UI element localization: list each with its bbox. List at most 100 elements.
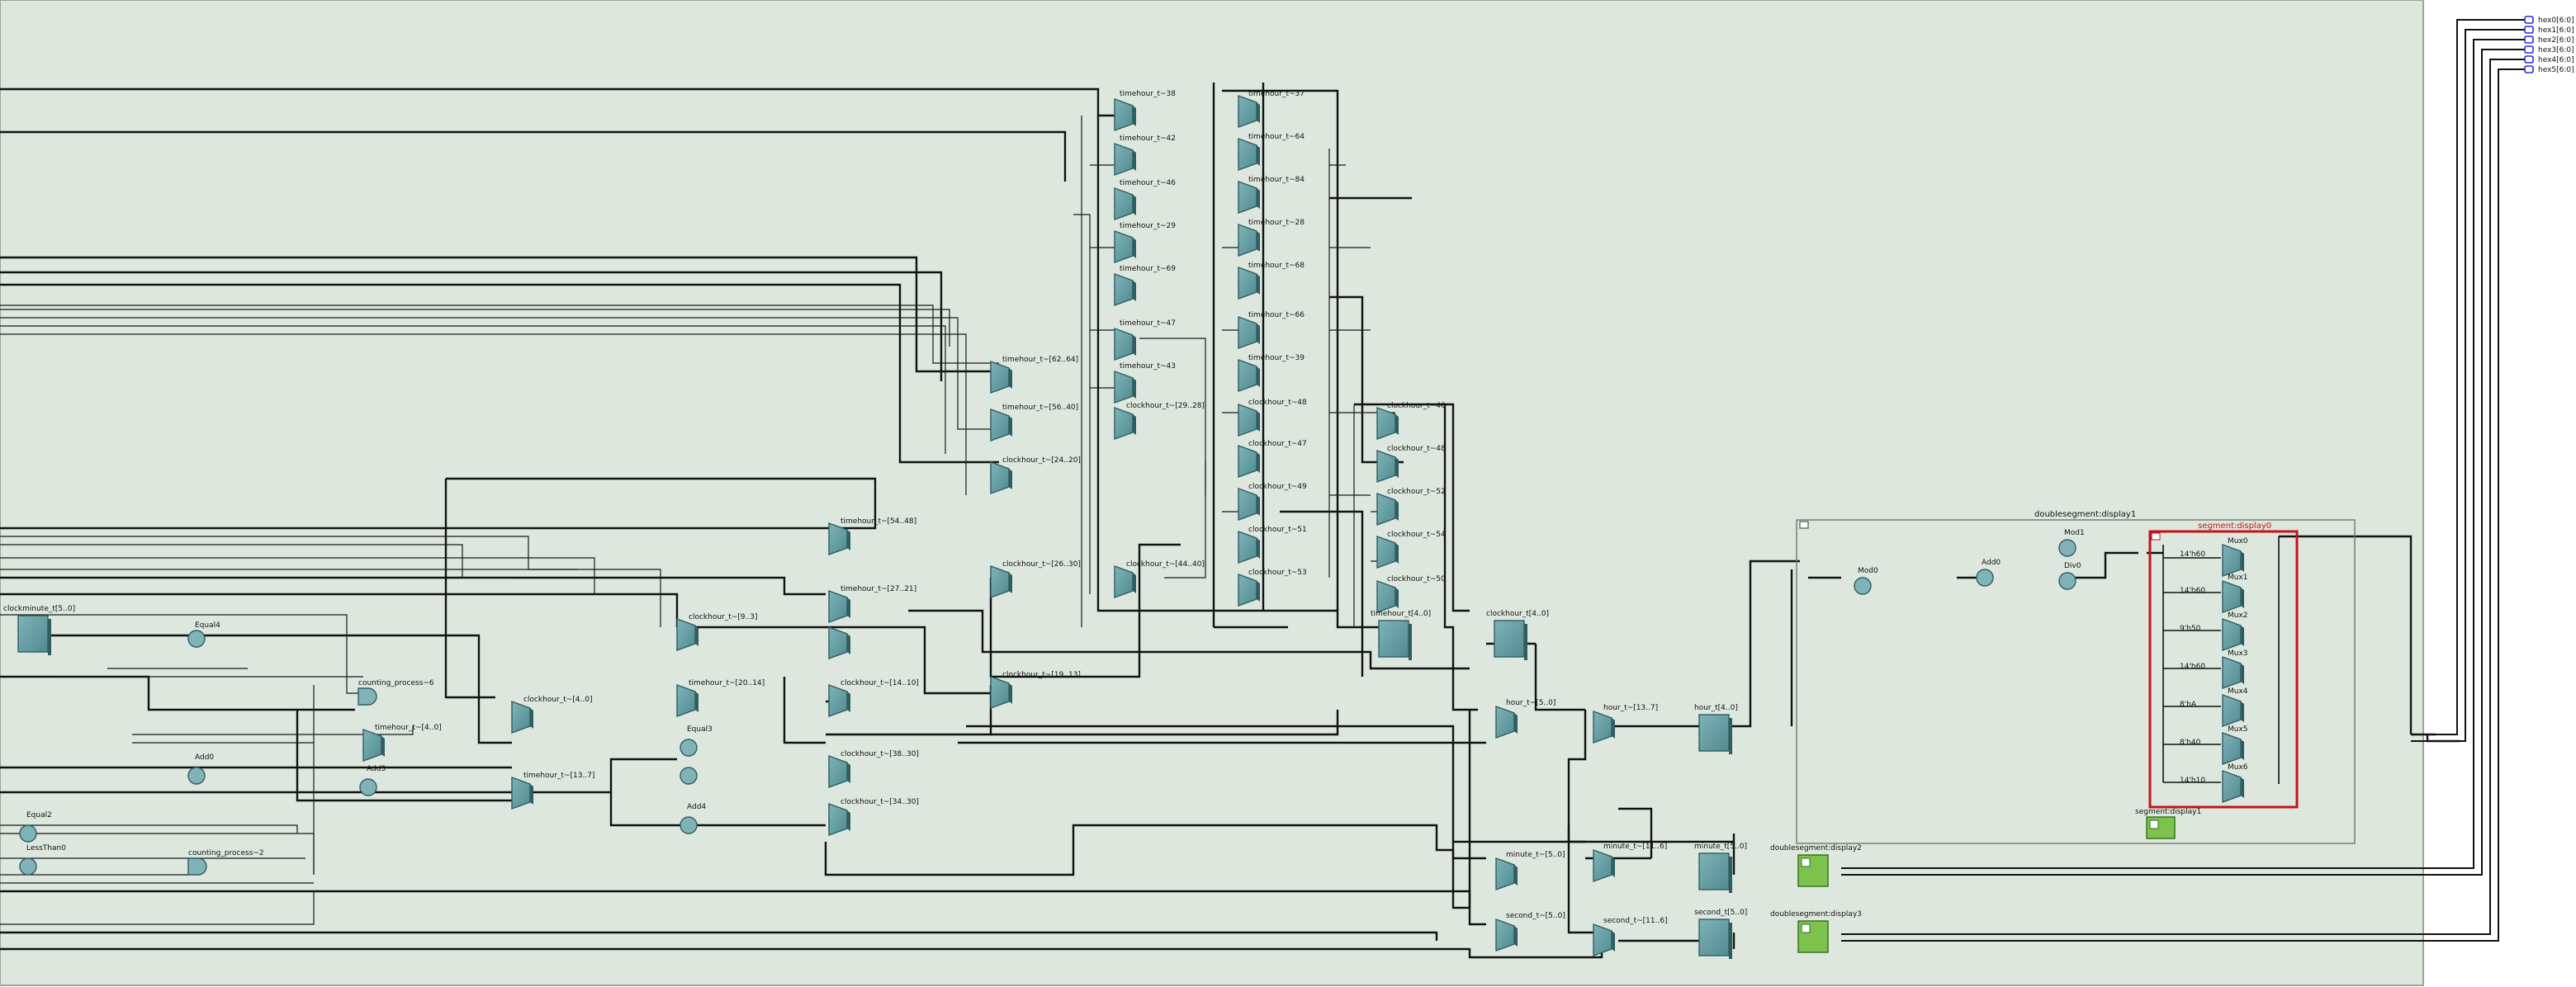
mux-minute-b[interactable]: minute_t~[11..6] [1593, 843, 1667, 882]
mux-mid-15[interactable]: timehour_t~[13..7] [511, 772, 594, 810]
mux-right-4[interactable]: timehour_t~28 [1238, 219, 1305, 257]
mux-upper-2[interactable]: timehour_t~42 [1114, 135, 1176, 176]
mux-right-8[interactable]: clockhour_t~48 [1238, 399, 1307, 437]
mux-mid-5[interactable]: clockhour_t~[26..30] [990, 560, 1081, 598]
mux-label: clockhour_t~54 [1387, 531, 1446, 539]
mux-right-2[interactable]: timehour_t~64 [1238, 133, 1305, 171]
mux-upper-6[interactable]: timehour_t~47 [1114, 319, 1176, 361]
output-port-hex0[interactable]: hex0[6:0] [2524, 16, 2574, 25]
mux-mid-11[interactable]: clockhour_t~[14..10] [828, 679, 919, 717]
output-port-hex4[interactable]: hex4[6:0] [2524, 55, 2574, 64]
mux-hour-b[interactable]: hour_t~[13..7] [1593, 704, 1658, 744]
output-port-hex3[interactable]: hex3[6:0] [2524, 45, 2574, 54]
op-add0[interactable]: Add0 [187, 753, 214, 785]
mux-clock-1[interactable]: clockhour_t~46 [1376, 402, 1446, 440]
mux-right-5[interactable]: timehour_t~68 [1238, 262, 1305, 300]
output-port-hex1[interactable]: hex1[6:0] [2524, 26, 2574, 35]
mux-mid-6[interactable]: clockhour_t~[44..40] [1114, 560, 1205, 598]
mux-minute-a[interactable]: minute_t~[5..0] [1495, 851, 1565, 890]
op-add3[interactable]: Add3 [359, 765, 386, 796]
mux-upper-7[interactable]: timehour_t~43 [1114, 362, 1176, 404]
mux-upper-5[interactable]: timehour_t~69 [1114, 265, 1176, 306]
mux-clock-5[interactable]: clockhour_t~50 [1376, 575, 1446, 613]
mux-column-right: timehour_t~37 timehour_t~64 timehour_t~8… [1238, 90, 1307, 607]
op-equal2[interactable]: Equal2 [19, 811, 52, 843]
mux-const: 14'h60 [2180, 587, 2205, 595]
mux-mid-4[interactable]: clockhour_t~[29..28] [1114, 402, 1205, 440]
register-hour[interactable]: hour_t[4..0] [1694, 704, 1738, 755]
mux-label: Mux2 [2228, 612, 2248, 620]
op-div0[interactable]: Div0 [2058, 562, 2081, 590]
output-bus [1841, 19, 2525, 942]
display2-block[interactable]: doublesegment:display2 [1770, 844, 1862, 887]
op-equal4[interactable]: Equal4 [187, 621, 220, 648]
op-equal3[interactable]: Equal3 [680, 725, 713, 757]
op-add0-display[interactable]: Add0 [1976, 559, 2001, 587]
op-mod0[interactable]: Mod0 [1854, 567, 1878, 595]
mux-mid-13[interactable]: clockhour_t~[4..0] [511, 696, 593, 734]
mux-mid-7[interactable]: timehour_t~[54..48] [828, 517, 916, 555]
mux-right-10[interactable]: clockhour_t~49 [1238, 483, 1307, 521]
mux-label: timehour_t~[4..0] [375, 724, 442, 732]
mux-upper-3[interactable]: timehour_t~46 [1114, 179, 1176, 220]
register-label: timehour_t[4..0] [1371, 610, 1431, 618]
register-clockminute[interactable]: clockminute_t[5..0] [3, 605, 75, 656]
mux-second-b[interactable]: second_t~[11..6] [1593, 917, 1668, 956]
display3-block[interactable]: doublesegment:display3 [1770, 910, 1862, 953]
mux-upper-1[interactable]: timehour_t~38 [1114, 90, 1176, 131]
mux-mid-1[interactable]: timehour_t~[62..64] [990, 356, 1078, 394]
mux-mid-9[interactable]: clockhour_t~[9..3] [676, 613, 758, 651]
mux-right-9[interactable]: clockhour_t~47 [1238, 440, 1307, 478]
mux-mid-10[interactable]: timehour_t~[20..14] [676, 679, 765, 717]
mux-mid-14[interactable]: timehour_t~[4..0] [362, 724, 442, 762]
register-second[interactable]: second_t[5..0] [1694, 909, 1747, 960]
output-port-hex5[interactable]: hex5[6:0] [2524, 65, 2574, 74]
output-port-label: hex2[6:0] [2538, 36, 2574, 45]
register-timehour[interactable]: timehour_t[4..0] [1371, 610, 1431, 661]
mux-clock-2[interactable]: clockhour_t~48 [1376, 445, 1446, 483]
mux-right-7[interactable]: timehour_t~39 [1238, 354, 1305, 392]
segment-display1-block[interactable]: segment:display1 [2135, 808, 2201, 839]
mux-hour-a[interactable]: hour_t~[5..0] [1495, 699, 1556, 739]
mux-right-1[interactable]: timehour_t~37 [1238, 90, 1305, 128]
mux-mid-2[interactable]: timehour_t~[56..40] [990, 404, 1078, 442]
segment-wires [2162, 536, 2280, 784]
op-add4[interactable]: Add4 [680, 803, 706, 834]
mux-mid-3[interactable]: clockhour_t~[24..20] [990, 456, 1081, 494]
register-minute[interactable]: minute_t[5..0] [1694, 843, 1747, 894]
gate-counting6[interactable]: counting_process~6 [358, 679, 434, 706]
mux-mid-17[interactable]: clockhour_t~[34..30] [828, 798, 919, 836]
output-port-hex2[interactable]: hex2[6:0] [2524, 35, 2574, 45]
mux-second-a[interactable]: second_t~[5..0] [1495, 912, 1565, 952]
mux-right-12[interactable]: clockhour_t~53 [1238, 569, 1307, 607]
gate-counting2[interactable]: counting_process~2 [187, 849, 264, 876]
mux-label: clockhour_t~46 [1387, 402, 1446, 410]
mux-right-3[interactable]: timehour_t~84 [1238, 176, 1305, 214]
segment-display0-box[interactable] [2148, 530, 2299, 809]
mux-right-6[interactable]: timehour_t~66 [1238, 311, 1305, 349]
register-group: clockminute_t[5..0] timehour_t[4..0] clo… [3, 605, 1747, 960]
op-equal3b[interactable] [680, 767, 698, 785]
mux-clock-3[interactable]: clockhour_t~52 [1376, 488, 1446, 526]
register-clockhour[interactable]: clockhour_t[4..0] [1486, 610, 1549, 661]
mux-mid-12[interactable]: clockhour_t~[19..13] [990, 671, 1081, 709]
mux-clock-4[interactable]: clockhour_t~54 [1376, 531, 1446, 569]
mux-mid-16[interactable]: clockhour_t~[38..30] [828, 750, 919, 788]
op-label: Add4 [687, 803, 706, 811]
mux-mid-8[interactable]: timehour_t~[27..21] [828, 585, 916, 623]
mux-right-11[interactable]: clockhour_t~51 [1238, 526, 1307, 564]
display1-block[interactable]: doublesegment:display1 Mod0 Add0 Mod1 Di… [1796, 510, 2356, 844]
op-lessthan[interactable]: LessThan0 [19, 844, 66, 876]
gate-label: counting_process~6 [358, 679, 434, 687]
mux-label: clockhour_t~[38..30] [841, 750, 919, 758]
op-mod1[interactable]: Mod1 [2058, 529, 2085, 557]
mux-upper-4[interactable]: timehour_t~29 [1114, 222, 1176, 263]
